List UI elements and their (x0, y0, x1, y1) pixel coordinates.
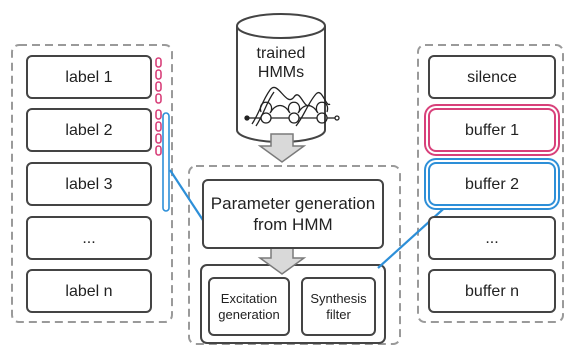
buffer-box-2: buffer 2 (430, 164, 554, 204)
synthesis-line1: Synthesis (310, 290, 367, 306)
label-box-1: label 1 (26, 55, 152, 99)
label-1-pink-markers (155, 57, 162, 156)
excitation-generation-box: Excitation generation (208, 277, 290, 336)
label-group-container (11, 44, 173, 323)
trained-hmms-line2: HMMs (257, 64, 305, 81)
parameter-generation-box: Parameter generation from HMM (202, 179, 384, 249)
down-arrow-generation-to-filters (257, 247, 307, 275)
label-box-2: label 2 (26, 108, 152, 152)
buffer-box-1: buffer 1 (430, 110, 554, 150)
synthesis-line2: filter (326, 306, 351, 322)
buffer-box-n: buffer n (428, 269, 556, 313)
label-box-ellipsis: ... (26, 216, 152, 260)
buffer-box-ellipsis: ... (428, 216, 556, 260)
hmm-state-diagram-icon (244, 86, 340, 127)
label-box-3: label 3 (26, 162, 152, 206)
parameter-generation-line2: from HMM (253, 215, 333, 234)
hmm-database-icon (236, 13, 326, 143)
down-arrow-db-to-generation (257, 133, 307, 163)
buffer-group-container (417, 44, 564, 323)
trained-hmms-label: trained HMMs (236, 44, 326, 82)
synthesis-filter-box: Synthesis filter (301, 277, 376, 336)
excitation-line2: generation (218, 306, 280, 322)
trained-hmms-line1: trained (256, 45, 306, 62)
buffer-box-silence: silence (428, 55, 556, 99)
excitation-line1: Excitation (220, 290, 278, 306)
label-box-n: label n (26, 269, 152, 313)
arrow-filter-to-buffer-2 (377, 199, 454, 269)
label-2-3-blue-marker (162, 112, 170, 212)
parameter-generation-line1: Parameter generation (210, 194, 376, 213)
